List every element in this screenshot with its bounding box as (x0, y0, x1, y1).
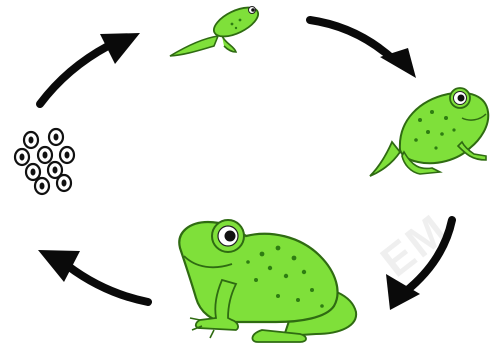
egg (57, 175, 71, 191)
cycle-arrow-tadpole-to-froglet (310, 20, 416, 78)
egg (35, 178, 49, 194)
cycle-arrow-eggs-to-tadpole (40, 33, 140, 104)
adult-frog-icon (179, 220, 356, 342)
egg (49, 129, 63, 145)
cycle-arrow-adult-to-eggs (38, 250, 148, 302)
frog-eggs-icon (15, 129, 74, 194)
tadpole-icon (170, 2, 262, 56)
egg (24, 132, 38, 148)
cycle-arrow-froglet-to-adult (386, 220, 452, 310)
egg (26, 164, 40, 180)
egg (15, 149, 29, 165)
egg (38, 147, 52, 163)
egg (60, 147, 74, 163)
froglet-icon (370, 88, 488, 176)
